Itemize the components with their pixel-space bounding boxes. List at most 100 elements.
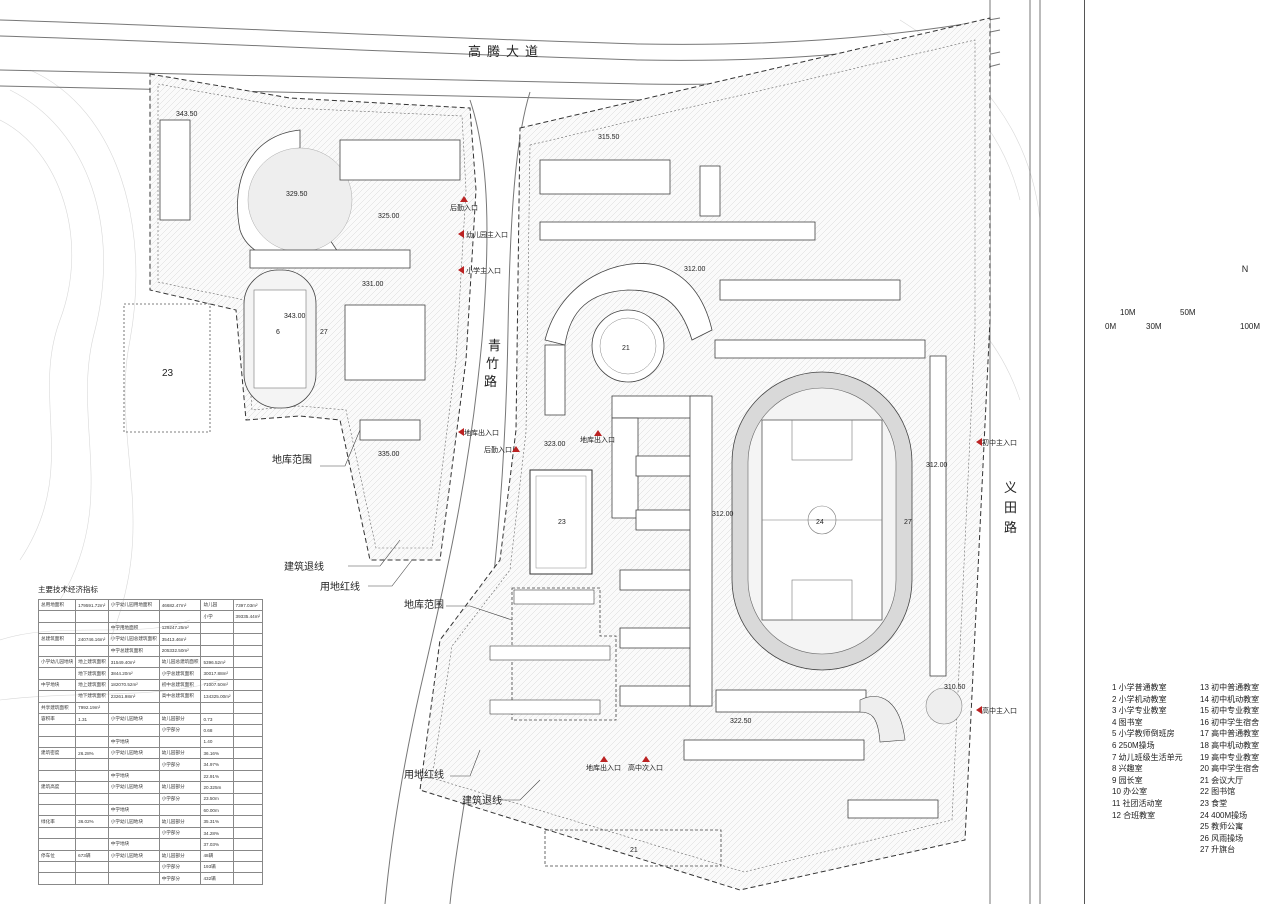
elevation-label: 335.00 [378, 451, 400, 458]
table-cell: 35.31% [200, 815, 234, 828]
table-cell [158, 838, 202, 851]
legend-item: 21 会议大厅 [1200, 775, 1244, 785]
table-cell: 小学 [200, 610, 234, 623]
table-cell: 71007.50m² [200, 678, 234, 692]
table-cell [75, 838, 109, 851]
table-cell [75, 792, 109, 806]
legend-item: 23 食堂 [1200, 798, 1228, 808]
table-cell [37, 826, 77, 840]
table-cell: 小学幼儿园用地面积 [107, 598, 160, 612]
primary-setback-line [157, 83, 467, 549]
road-label-yi: 义 [1004, 480, 1023, 495]
table-cell: 小学部分 [158, 758, 202, 771]
table-cell: 幼儿园 [200, 598, 234, 612]
table-cell: 小学幼儿园地块 [107, 781, 160, 794]
table-cell: 中学地块 [107, 804, 160, 817]
table-cell: 36.02% [75, 815, 109, 828]
entrance-senior-main: 高中主入口 [982, 706, 1017, 715]
table-cell: 总建筑面积 [37, 633, 77, 646]
table-cell: 7992.19m² [75, 701, 109, 714]
table-cell [232, 690, 264, 703]
table-cell: 幼儿园部分 [158, 781, 202, 794]
table-cell [37, 621, 77, 635]
table-cell: 26.28% [75, 747, 109, 760]
table-cell [232, 712, 264, 726]
table-cell [158, 735, 202, 749]
entrance-senior-secondary: 高中次入口 [628, 763, 663, 772]
elevation-label: 329.50 [286, 191, 308, 198]
table-cell: 绿化率 [37, 815, 77, 828]
conference-hall [591, 309, 665, 383]
table-cell [232, 644, 264, 657]
table-cell [37, 758, 77, 771]
callout-garage-range-1: 地库范围 [272, 453, 312, 466]
legend-item: 17 高中普通教室 [1200, 729, 1260, 739]
table-cell: 中学地块 [107, 735, 160, 749]
table-cell: 31549.40m² [107, 655, 160, 669]
table-cell: 23261.98m² [107, 690, 160, 703]
legend-item: 3 小学专业教室 [1112, 706, 1167, 716]
scale-tick-10: 10M [1120, 308, 1136, 317]
table-cell: 129247.25m² [158, 621, 202, 635]
table-cell: 幼儿园部分 [158, 712, 202, 726]
table-cell: 1.40 [200, 735, 234, 749]
table-cell [75, 804, 109, 817]
table-cell [37, 838, 77, 851]
table-cell: 7397.03m² [232, 598, 264, 612]
table-cell [75, 724, 109, 737]
table-cell: 中学用地面积 [107, 621, 160, 635]
table-cell [232, 872, 264, 885]
table-cell [158, 701, 202, 714]
table-cell [107, 860, 160, 874]
table-cell [200, 644, 234, 657]
table-cell [37, 860, 77, 874]
table-cell: 36.16% [200, 747, 234, 760]
table-cell [75, 735, 109, 749]
table-cell [37, 804, 77, 817]
table-cell [75, 769, 109, 783]
table-cell [200, 701, 234, 714]
table-cell: 20.325m [200, 781, 234, 794]
legend-item: 11 社团活动室 [1112, 798, 1163, 808]
table-cell: 小学幼儿园地块 [107, 815, 160, 828]
table-cell: 中学地块 [107, 838, 160, 851]
table-cell: 48辆 [200, 849, 234, 863]
table-cell [232, 826, 264, 840]
table-cell: 地上建筑面积 [75, 678, 109, 692]
table-cell: 205332.50m² [158, 644, 202, 657]
table-cell: 5396.52m² [200, 655, 234, 669]
legend-item: 5 小学教师倒班房 [1112, 729, 1175, 739]
table-cell: 小学幼儿园地块 [107, 747, 160, 760]
table-cell: 3844.20m² [107, 667, 160, 680]
table-cell: 39335.44m² [232, 610, 264, 623]
table-cell: 中学地块 [37, 678, 77, 692]
entrance-back-gate-mid: 后勤入口 [484, 445, 512, 454]
scale-tick-0: 0M [1105, 322, 1117, 331]
legend-item: 14 初中机动教室 [1200, 694, 1260, 704]
table-cell [37, 724, 77, 737]
legend-item: 22 图书馆 [1200, 787, 1236, 797]
legend-item: 16 初中学生宿舍 [1200, 717, 1260, 727]
table-cell: 35413.46m² [158, 633, 202, 646]
legend-item: 4 图书室 [1112, 717, 1143, 727]
elevation-markers: 343.50 329.50 325.00 331.00 343.00 335.0… [176, 111, 966, 725]
table-cell: 34.97% [200, 758, 234, 771]
legend-item: 13 初中普通教室 [1200, 683, 1260, 692]
table-cell [75, 758, 109, 771]
callout-setback-2: 建筑退线 [462, 794, 502, 807]
table-cell [75, 621, 109, 635]
table-cell: 小学部分 [158, 860, 202, 874]
table-cell [232, 655, 264, 669]
table-cell: 建筑高度 [37, 781, 77, 794]
table-cell: 停车位 [37, 849, 77, 863]
legend-item: 19 高中专业教室 [1200, 752, 1260, 762]
